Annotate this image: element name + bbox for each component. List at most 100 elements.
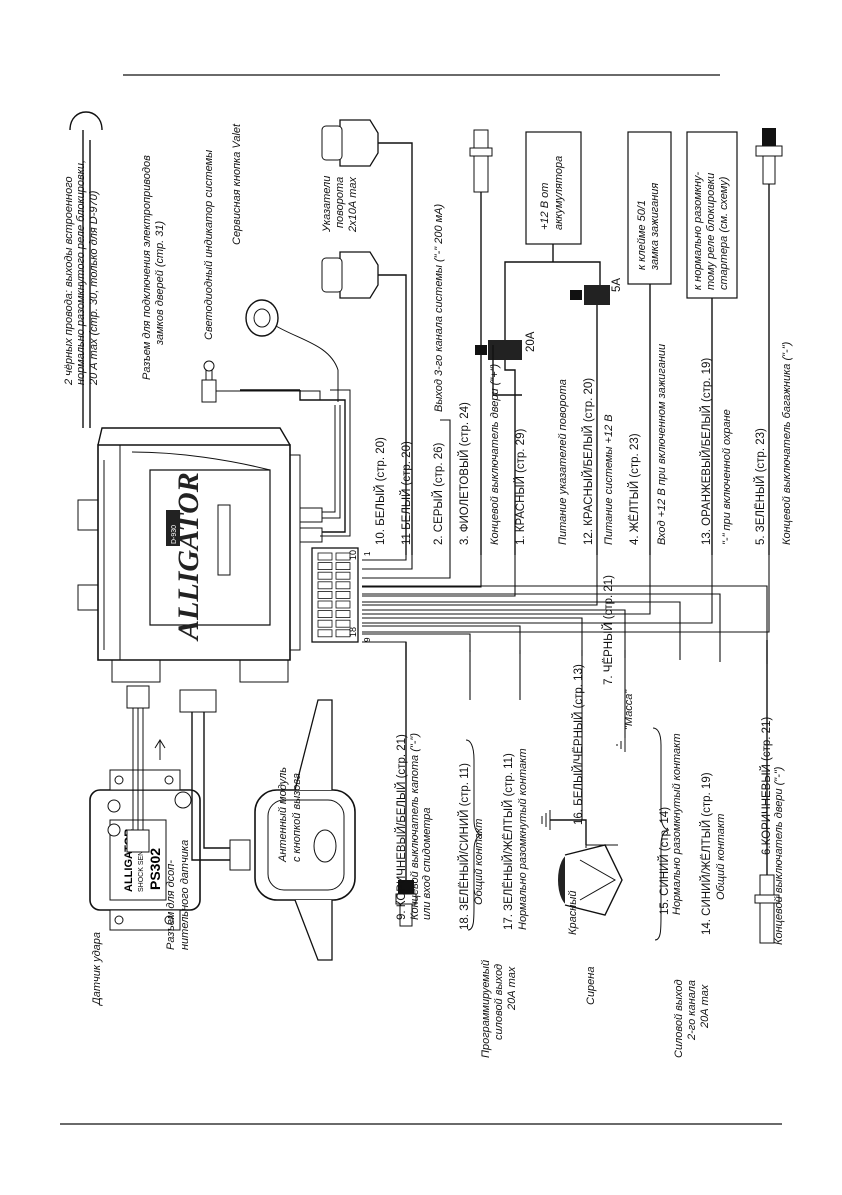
- turn-label-1: Указатели: [321, 176, 333, 233]
- left-wire: [362, 585, 768, 664]
- right-wire-bundle: [362, 419, 770, 633]
- door-lock-label-1: Разъем для подключения электроприводов: [141, 155, 153, 380]
- left-wire: [362, 633, 471, 652]
- wire-label-black-2-line2: нормально разомкнутого реле блокировки,: [75, 160, 87, 385]
- connector-pin: [335, 629, 351, 638]
- left-wire-label: 14. СИНИЙ/ЖЁЛТЫЙ (стр. 19): [700, 772, 713, 935]
- left-wire-label: 15. СИНИЙ (стр. 14): [658, 807, 671, 915]
- starter-label-3: стартера (см. схему): [718, 176, 730, 290]
- left-wire: [362, 601, 681, 660]
- power-label-3: 20А max: [699, 984, 711, 1029]
- valet-label: Сервисная кнопка Valet: [231, 123, 243, 245]
- right-wire-label: 4. ЖЁЛТЫЙ (стр. 23): [628, 433, 641, 545]
- right-wire-label: 3. ФИОЛЕТОВЫЙ (стр. 24): [458, 402, 471, 545]
- hood-switch: [395, 642, 417, 927]
- sensor-model: PS302: [147, 848, 163, 890]
- right-wire: [362, 555, 598, 606]
- connector-pin: [317, 600, 333, 609]
- connector-pin: [335, 581, 351, 590]
- right-wire: [362, 555, 407, 561]
- pin-18-label: 18: [348, 627, 358, 637]
- right-wire-desc: Концевой выключатель багажника ("-"): [781, 341, 793, 545]
- door-switch-minus: [754, 640, 780, 944]
- svg-text:D-930: D-930: [171, 525, 178, 544]
- main-connector: 18 9 10 1: [311, 547, 372, 643]
- turn-lamp-lower: [321, 251, 407, 555]
- right-wire: [362, 555, 413, 570]
- left-wire-desc: Концевой выключатель двери ("-"): [773, 766, 785, 945]
- valet-button: [245, 299, 339, 402]
- battery-label-1: +12 В от: [539, 183, 551, 230]
- starter-label-1: к нормально разомкну-: [692, 171, 704, 290]
- ground-symbol: [616, 738, 626, 752]
- left-wire-label: 7. ЧЁРНЫЙ (стр. 21): [602, 575, 615, 685]
- connector-pin: [317, 629, 333, 638]
- connector-pin: [335, 571, 351, 580]
- connector-pin: [335, 600, 351, 609]
- ign-label-2: замка зажигания: [649, 183, 661, 271]
- extra-label-1: Разъем для дсоп-: [165, 860, 177, 950]
- right-wire: [362, 555, 713, 624]
- pin-9-label: 9: [363, 637, 372, 642]
- right-wire: [362, 555, 651, 615]
- right-wire-label: 2. СЕРЫЙ (стр. 26): [432, 443, 445, 545]
- siren-label: Сирена: [585, 967, 597, 1005]
- fuse-20a-label: 20А: [525, 331, 537, 352]
- right-wire-desc: Выход 3-го канала системы ("-" 200 мА): [433, 204, 445, 412]
- fuse-5a: [570, 285, 610, 555]
- left-wire-desc: "Масса": [623, 689, 635, 730]
- right-wire-label: 11 БЕЛЫЙ (стр. 20): [400, 441, 413, 545]
- starter-box: [686, 131, 738, 555]
- red-label: Красный: [567, 891, 579, 935]
- left-wire: [362, 609, 626, 658]
- connector-pin: [335, 619, 351, 628]
- door-switch-plus: [469, 129, 493, 555]
- power-label-2: 2-го канала: [686, 980, 698, 1041]
- trunk-switch: [755, 128, 783, 555]
- black-wires-pair: [82, 130, 91, 428]
- right-wire: [362, 555, 482, 588]
- left-wire-bundle: [362, 585, 768, 820]
- control-unit: ALLIGATOR D-930: [77, 427, 301, 683]
- ignition-box: [627, 131, 672, 555]
- door-lock-label-2: замков дверей (стр. 31): [154, 220, 166, 346]
- ign-label-1: к клейме 50/1: [636, 200, 648, 270]
- left-wire-label: 16. БЕЛЫЙ/ЧЁРНЫЙ (стр. 13): [572, 664, 585, 825]
- led-label: Светодиодный индикатор системы: [203, 150, 215, 340]
- right-wire-label: 12. КРАСНЫЙ/БЕЛЫЙ (стр. 20): [582, 378, 595, 545]
- left-wire-label: 9. КОРИЧНЕВЫЙ/БЕЛЫЙ (стр. 21): [395, 734, 408, 920]
- left-wire-label: 18. ЗЕЛЁНЫЙ/СИНИЙ (стр. 11): [458, 763, 471, 930]
- turn-label-3: 2x10А max: [347, 176, 359, 233]
- right-wire-desc: Питание указателей поворота: [557, 379, 569, 545]
- left-wire: [362, 617, 583, 656]
- left-wire-desc: или вход спидометра: [421, 807, 433, 920]
- right-wire-label: 10. БЕЛЫЙ (стр. 20): [374, 437, 387, 545]
- wire-label-black-2-line1: 2 чёрных провода: выходы встроенного: [63, 176, 75, 386]
- connector-pin: [317, 581, 333, 590]
- power-label-1: Силовой выход: [673, 979, 685, 1058]
- right-wire-label: 13. ОРАНЖЕВЫЙ/БЕЛЫЙ (стр. 19): [700, 358, 713, 545]
- left-wire-label: 17. ЗЕЛЁНЫЙ/ЖЁЛТЫЙ (стр. 11): [502, 753, 515, 930]
- connector-pin: [335, 610, 351, 618]
- right-wire-label: 5. ЗЕЛЁНЫЙ (стр. 23): [754, 428, 767, 545]
- battery-label-2: аккумулятора: [553, 156, 565, 230]
- connector-pin: [317, 571, 333, 580]
- pin-10-label: 10: [348, 550, 358, 560]
- prog-label-2: силовой выход: [493, 964, 505, 1040]
- sensor-type: SHOCK SENSOR: [138, 836, 145, 892]
- left-wire-desc: Общий контакт: [715, 814, 727, 900]
- extra-label-2: нительного датчика: [179, 840, 191, 950]
- left-wire-desc: Концевой выключатель капота ("-"): [409, 733, 421, 920]
- wire-label-black-2-line3: 20 А max (стр. 30, только для D-970): [88, 190, 100, 386]
- right-wire-desc: Концевой выключатель двери ("+"): [489, 363, 501, 545]
- right-wire-desc: Питание системы +12 В: [603, 414, 615, 545]
- connector-pin: [335, 552, 351, 561]
- pin-1-label: 1: [363, 551, 372, 556]
- right-wire: [362, 555, 770, 633]
- right-wire: [440, 419, 451, 555]
- antenna-module: [254, 699, 356, 961]
- right-wire: [362, 555, 516, 597]
- starter-label-2: тому реле блокировки: [705, 173, 717, 290]
- unit-brand: ALLIGATOR: [172, 472, 205, 642]
